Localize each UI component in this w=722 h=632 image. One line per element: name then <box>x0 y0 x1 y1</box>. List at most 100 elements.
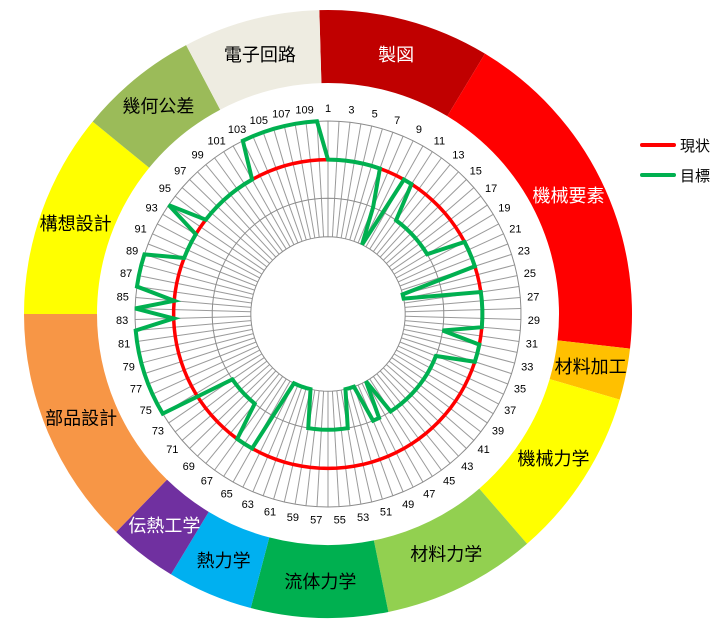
spoke-line <box>294 123 316 239</box>
axis-tick-label: 53 <box>357 512 369 524</box>
spoke-line <box>135 296 252 308</box>
spoke-line <box>383 367 467 449</box>
axis-tick-label: 89 <box>126 245 138 257</box>
axis-tick-label: 41 <box>478 444 490 456</box>
spoke-line <box>232 145 291 248</box>
spoke-line <box>136 324 252 342</box>
axis-tick-label: 75 <box>140 405 152 417</box>
axis-tick-label: 23 <box>518 245 530 257</box>
spoke-line <box>205 164 280 255</box>
spoke-line <box>336 122 351 238</box>
axis-tick-label: 63 <box>242 499 254 511</box>
axis-tick-label: 33 <box>521 361 533 373</box>
ring-segment <box>116 479 209 575</box>
axis-tick-label: 19 <box>498 203 510 215</box>
ring-segment-label: 伝熱工学 <box>128 516 200 537</box>
axis-tick-label: 61 <box>264 507 276 519</box>
spoke-line <box>214 376 284 471</box>
spoke-line <box>391 357 488 424</box>
axis-tick-label: 37 <box>504 405 516 417</box>
spoke-line <box>252 136 299 244</box>
spoke-line <box>305 390 320 506</box>
spoke-line <box>174 360 268 433</box>
axis-tick-label: 91 <box>134 223 146 235</box>
spoke-line <box>141 333 254 364</box>
spoke-line <box>135 320 252 332</box>
spoke-line <box>283 389 312 503</box>
spoke-line <box>135 315 251 321</box>
spoke-line <box>138 275 253 300</box>
spoke-line <box>273 128 307 241</box>
spoke-line <box>401 337 512 375</box>
ring-segment-label: 構想設計 <box>40 214 112 235</box>
spoke-line <box>147 341 257 385</box>
axis-tick-label: 73 <box>152 425 164 437</box>
spoke-line <box>135 307 251 313</box>
legend-label-target: 目標 <box>680 166 711 185</box>
axis-tick-label: 21 <box>509 223 521 235</box>
axis-tick-label: 17 <box>485 183 497 195</box>
spoke-line <box>372 376 442 471</box>
spoke-line <box>174 195 268 268</box>
spoke-line <box>152 233 258 283</box>
axis-tick-label: 51 <box>380 507 392 519</box>
spoke-line <box>398 345 504 395</box>
spoke-line <box>157 349 260 405</box>
ring-segment-label: 材料力学 <box>410 545 482 566</box>
axis-tick-label: 69 <box>183 461 195 473</box>
spoke-line <box>396 349 499 405</box>
ring-segment <box>24 314 168 533</box>
axis-tick-label: 101 <box>207 136 225 148</box>
spoke-line <box>379 370 459 457</box>
spoke-line <box>376 373 451 464</box>
spoke-line <box>168 357 265 424</box>
axis-tick-label: 47 <box>423 488 435 500</box>
legend-label-current: 現状 <box>680 136 711 155</box>
ring-segment <box>92 45 221 168</box>
spoke-line <box>331 391 340 507</box>
radar-grid <box>134 120 522 508</box>
category-ring: 製図機械要素材料加工機械力学材料力学流体力学熱力学伝熱工学部品設計構想設計幾何公… <box>24 10 632 618</box>
spoke-line <box>361 140 414 245</box>
spoke-line <box>349 387 383 500</box>
ring-segment <box>171 511 270 609</box>
spoke-line <box>144 337 255 375</box>
spoke-line <box>141 264 254 295</box>
spoke-line <box>181 364 270 441</box>
axis-tick-label: 95 <box>159 183 171 195</box>
spoke-line <box>197 171 277 258</box>
ring-segment <box>186 10 322 110</box>
spoke-line <box>402 333 515 364</box>
spoke-line <box>205 373 280 464</box>
axis-tick-label: 99 <box>191 150 203 162</box>
axis-tick-label: 5 <box>372 108 378 120</box>
spoke-line <box>365 380 424 483</box>
ring-segment <box>250 537 389 618</box>
spoke-line <box>402 264 515 295</box>
spoke-line <box>405 307 521 313</box>
ring-segment-label: 機械力学 <box>517 449 589 470</box>
spoke-line <box>336 390 351 506</box>
spoke-line <box>144 253 255 291</box>
axis-tick-label: 35 <box>514 384 526 396</box>
axis-tick-label: 11 <box>434 136 445 148</box>
spoke-line <box>242 140 295 245</box>
spoke-line <box>399 341 509 385</box>
spoke-line <box>189 367 273 449</box>
spoke-line <box>361 383 414 488</box>
axis-tick-label: 15 <box>470 165 482 177</box>
axis-tick-label: 105 <box>250 115 268 127</box>
spoke-line <box>283 125 312 239</box>
spoke-line <box>398 233 504 283</box>
axis-tick-label: 13 <box>452 150 464 162</box>
spoke-line <box>344 125 373 239</box>
spoke-line <box>399 243 509 287</box>
spoke-line <box>162 213 263 275</box>
ring-segment-label: 機械要素 <box>533 186 605 207</box>
spoke-line <box>388 195 482 268</box>
axis-tick-label: 3 <box>348 104 354 116</box>
spoke-line <box>393 213 494 275</box>
axis-tick-label: 83 <box>116 315 128 327</box>
ring-segment <box>549 340 631 400</box>
